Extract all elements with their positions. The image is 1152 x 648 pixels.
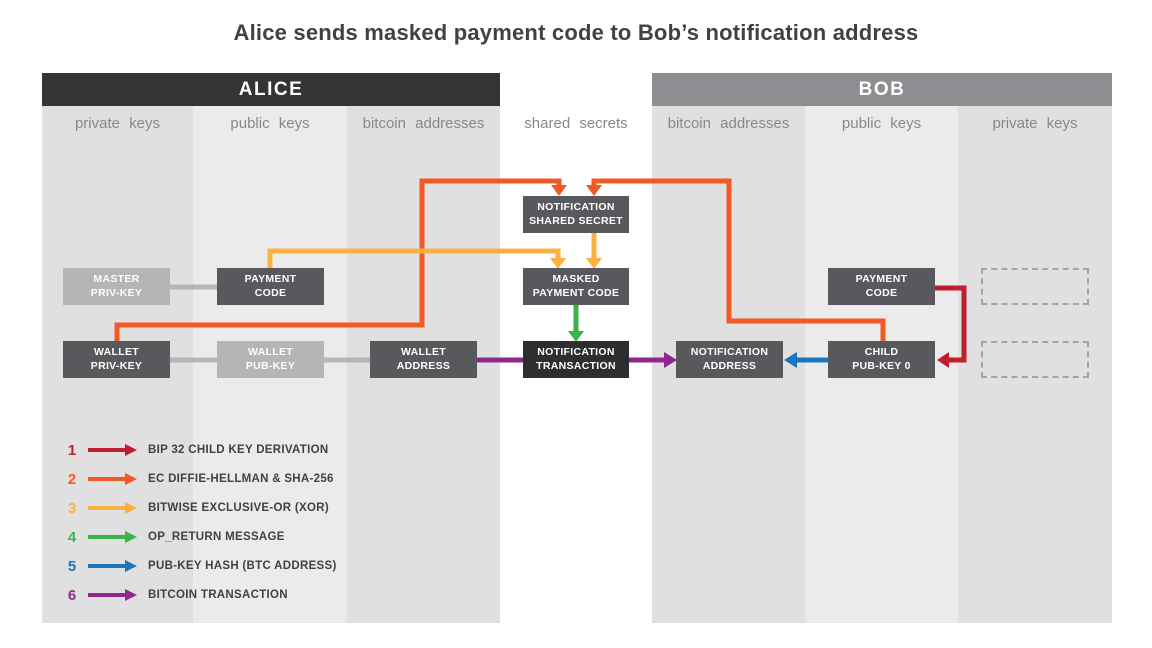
legend-arrow-blue-head bbox=[125, 560, 137, 572]
arrow-bip32-derivation bbox=[935, 285, 967, 363]
box-masked-payment-code: MASKED PAYMENT CODE bbox=[523, 268, 629, 305]
legend-arrow-blue-icon bbox=[88, 560, 137, 572]
box-master-priv-key-line2: PRIV-KEY bbox=[90, 286, 143, 299]
legend-label-6: BITCOIN TRANSACTION bbox=[148, 589, 288, 601]
box-wallet-priv-key-line1: WALLET bbox=[94, 345, 139, 358]
legend-number-4: 4 bbox=[67, 528, 77, 546]
arrowhead-xor-from-payment-code bbox=[550, 258, 566, 269]
box-payment-code-bob: PAYMENT CODE bbox=[828, 268, 935, 305]
box-notification-address-line1: NOTIFICATION bbox=[690, 345, 769, 358]
legend-arrow-orange-icon bbox=[88, 473, 137, 485]
legend-row-6: 6 BITCOIN TRANSACTION bbox=[64, 585, 337, 605]
box-wallet-pub-key-line1: WALLET bbox=[248, 345, 293, 358]
bob-panel-header: BOB bbox=[652, 73, 1112, 106]
legend-number-2: 2 bbox=[67, 470, 77, 488]
box-master-priv-key: MASTER PRIV-KEY bbox=[63, 268, 170, 305]
legend-row-1: 1 BIP 32 CHILD KEY DERIVATION bbox=[64, 440, 337, 460]
legend: 1 BIP 32 CHILD KEY DERIVATION 2 EC DIFFI… bbox=[64, 440, 337, 605]
shared-secrets-column-label: shared secrets bbox=[524, 114, 628, 132]
box-payment-code-alice-line2: CODE bbox=[254, 286, 287, 299]
arrowhead-bitcoin-transaction bbox=[664, 352, 677, 368]
alice-column-label-private-keys: private keys bbox=[74, 114, 161, 132]
box-wallet-address-line2: ADDRESS bbox=[396, 359, 451, 372]
legend-arrow-green-icon bbox=[88, 531, 137, 543]
legend-arrow-purple-head bbox=[125, 589, 137, 601]
placeholder-box-bob-private-key-1 bbox=[981, 268, 1089, 305]
arrow-xor-from-payment-code bbox=[267, 248, 561, 268]
box-notification-shared-secret: NOTIFICATION SHARED SECRET bbox=[523, 196, 629, 233]
box-child-pub-key-0: CHILD PUB-KEY 0 bbox=[828, 341, 935, 378]
legend-arrow-green-head bbox=[125, 531, 137, 543]
box-notification-shared-secret-line2: SHARED SECRET bbox=[529, 214, 623, 227]
bob-column-label-public-keys: public keys bbox=[841, 114, 922, 132]
alice-panel-header: ALICE bbox=[42, 73, 500, 106]
alice-column-label-bitcoin-addresses: bitcoin addresses bbox=[362, 114, 485, 132]
legend-label-4: OP_RETURN MESSAGE bbox=[148, 531, 285, 543]
box-notification-transaction: NOTIFICATION TRANSACTION bbox=[523, 341, 629, 378]
arrowhead-bip32-derivation bbox=[937, 352, 949, 368]
arrow-ecdh-from-bob bbox=[591, 178, 886, 341]
legend-label-5: PUB-KEY HASH (BTC ADDRESS) bbox=[148, 560, 337, 572]
legend-number-6: 6 bbox=[67, 586, 77, 604]
arrowhead-op-return bbox=[568, 331, 584, 342]
box-payment-code-alice: PAYMENT CODE bbox=[217, 268, 324, 305]
arrowhead-xor-from-shared-secret bbox=[586, 258, 602, 269]
legend-arrow-purple-icon bbox=[88, 589, 137, 601]
box-wallet-address: WALLET ADDRESS bbox=[370, 341, 477, 378]
box-notification-address: NOTIFICATION ADDRESS bbox=[676, 341, 783, 378]
box-notification-address-line2: ADDRESS bbox=[702, 359, 757, 372]
box-child-pub-key-0-line1: CHILD bbox=[864, 345, 899, 358]
legend-arrow-orange-head bbox=[125, 473, 137, 485]
diagram-title: Alice sends masked payment code to Bob’s… bbox=[233, 20, 919, 45]
arrowhead-pubkey-hash bbox=[784, 352, 797, 368]
legend-number-3: 3 bbox=[67, 499, 77, 517]
legend-row-5: 5 PUB-KEY HASH (BTC ADDRESS) bbox=[64, 556, 337, 576]
legend-row-3: 3 BITWISE EXCLUSIVE-OR (XOR) bbox=[64, 498, 337, 518]
box-payment-code-bob-line2: CODE bbox=[865, 286, 898, 299]
legend-number-5: 5 bbox=[67, 557, 77, 575]
legend-label-3: BITWISE EXCLUSIVE-OR (XOR) bbox=[148, 502, 329, 514]
box-notification-transaction-line1: NOTIFICATION bbox=[537, 345, 615, 358]
legend-row-4: 4 OP_RETURN MESSAGE bbox=[64, 527, 337, 547]
box-child-pub-key-0-line2: PUB-KEY 0 bbox=[852, 359, 911, 372]
legend-number-1: 1 bbox=[67, 441, 77, 459]
legend-label-2: EC DIFFIE-HELLMAN & SHA-256 bbox=[148, 473, 334, 485]
box-wallet-priv-key: WALLET PRIV-KEY bbox=[63, 341, 170, 378]
box-notification-shared-secret-line1: NOTIFICATION bbox=[537, 200, 615, 213]
legend-arrow-amber-head bbox=[125, 502, 137, 514]
placeholder-box-bob-private-key-2 bbox=[981, 341, 1089, 378]
box-payment-code-bob-line1: PAYMENT bbox=[855, 272, 908, 285]
bob-column-label-private-keys: private keys bbox=[992, 114, 1078, 132]
box-notification-transaction-line2: TRANSACTION bbox=[536, 359, 616, 372]
legend-label-1: BIP 32 CHILD KEY DERIVATION bbox=[148, 444, 329, 456]
alice-column-label-public-keys: public keys bbox=[230, 114, 310, 132]
bob-column-label-bitcoin-addresses: bitcoin addresses bbox=[667, 114, 790, 132]
legend-arrow-red-icon bbox=[88, 444, 137, 456]
box-wallet-priv-key-line2: PRIV-KEY bbox=[90, 359, 143, 372]
box-wallet-pub-key-line2: PUB-KEY bbox=[245, 359, 296, 372]
box-master-priv-key-line1: MASTER bbox=[93, 272, 140, 285]
legend-arrow-red-head bbox=[125, 444, 137, 456]
box-masked-payment-code-line2: PAYMENT CODE bbox=[532, 286, 620, 299]
box-wallet-address-line1: WALLET bbox=[401, 345, 446, 358]
box-payment-code-alice-line1: PAYMENT bbox=[244, 272, 297, 285]
box-masked-payment-code-line1: MASKED bbox=[552, 272, 600, 285]
box-wallet-pub-key: WALLET PUB-KEY bbox=[217, 341, 324, 378]
arrowhead-ecdh-from-alice bbox=[551, 185, 567, 196]
legend-arrow-amber-icon bbox=[88, 502, 137, 514]
bob-column-private-keys-bg bbox=[958, 106, 1112, 623]
arrowhead-ecdh-from-bob bbox=[586, 185, 602, 196]
arrow-ecdh-from-alice bbox=[114, 178, 562, 341]
legend-row-2: 2 EC DIFFIE-HELLMAN & SHA-256 bbox=[64, 469, 337, 489]
